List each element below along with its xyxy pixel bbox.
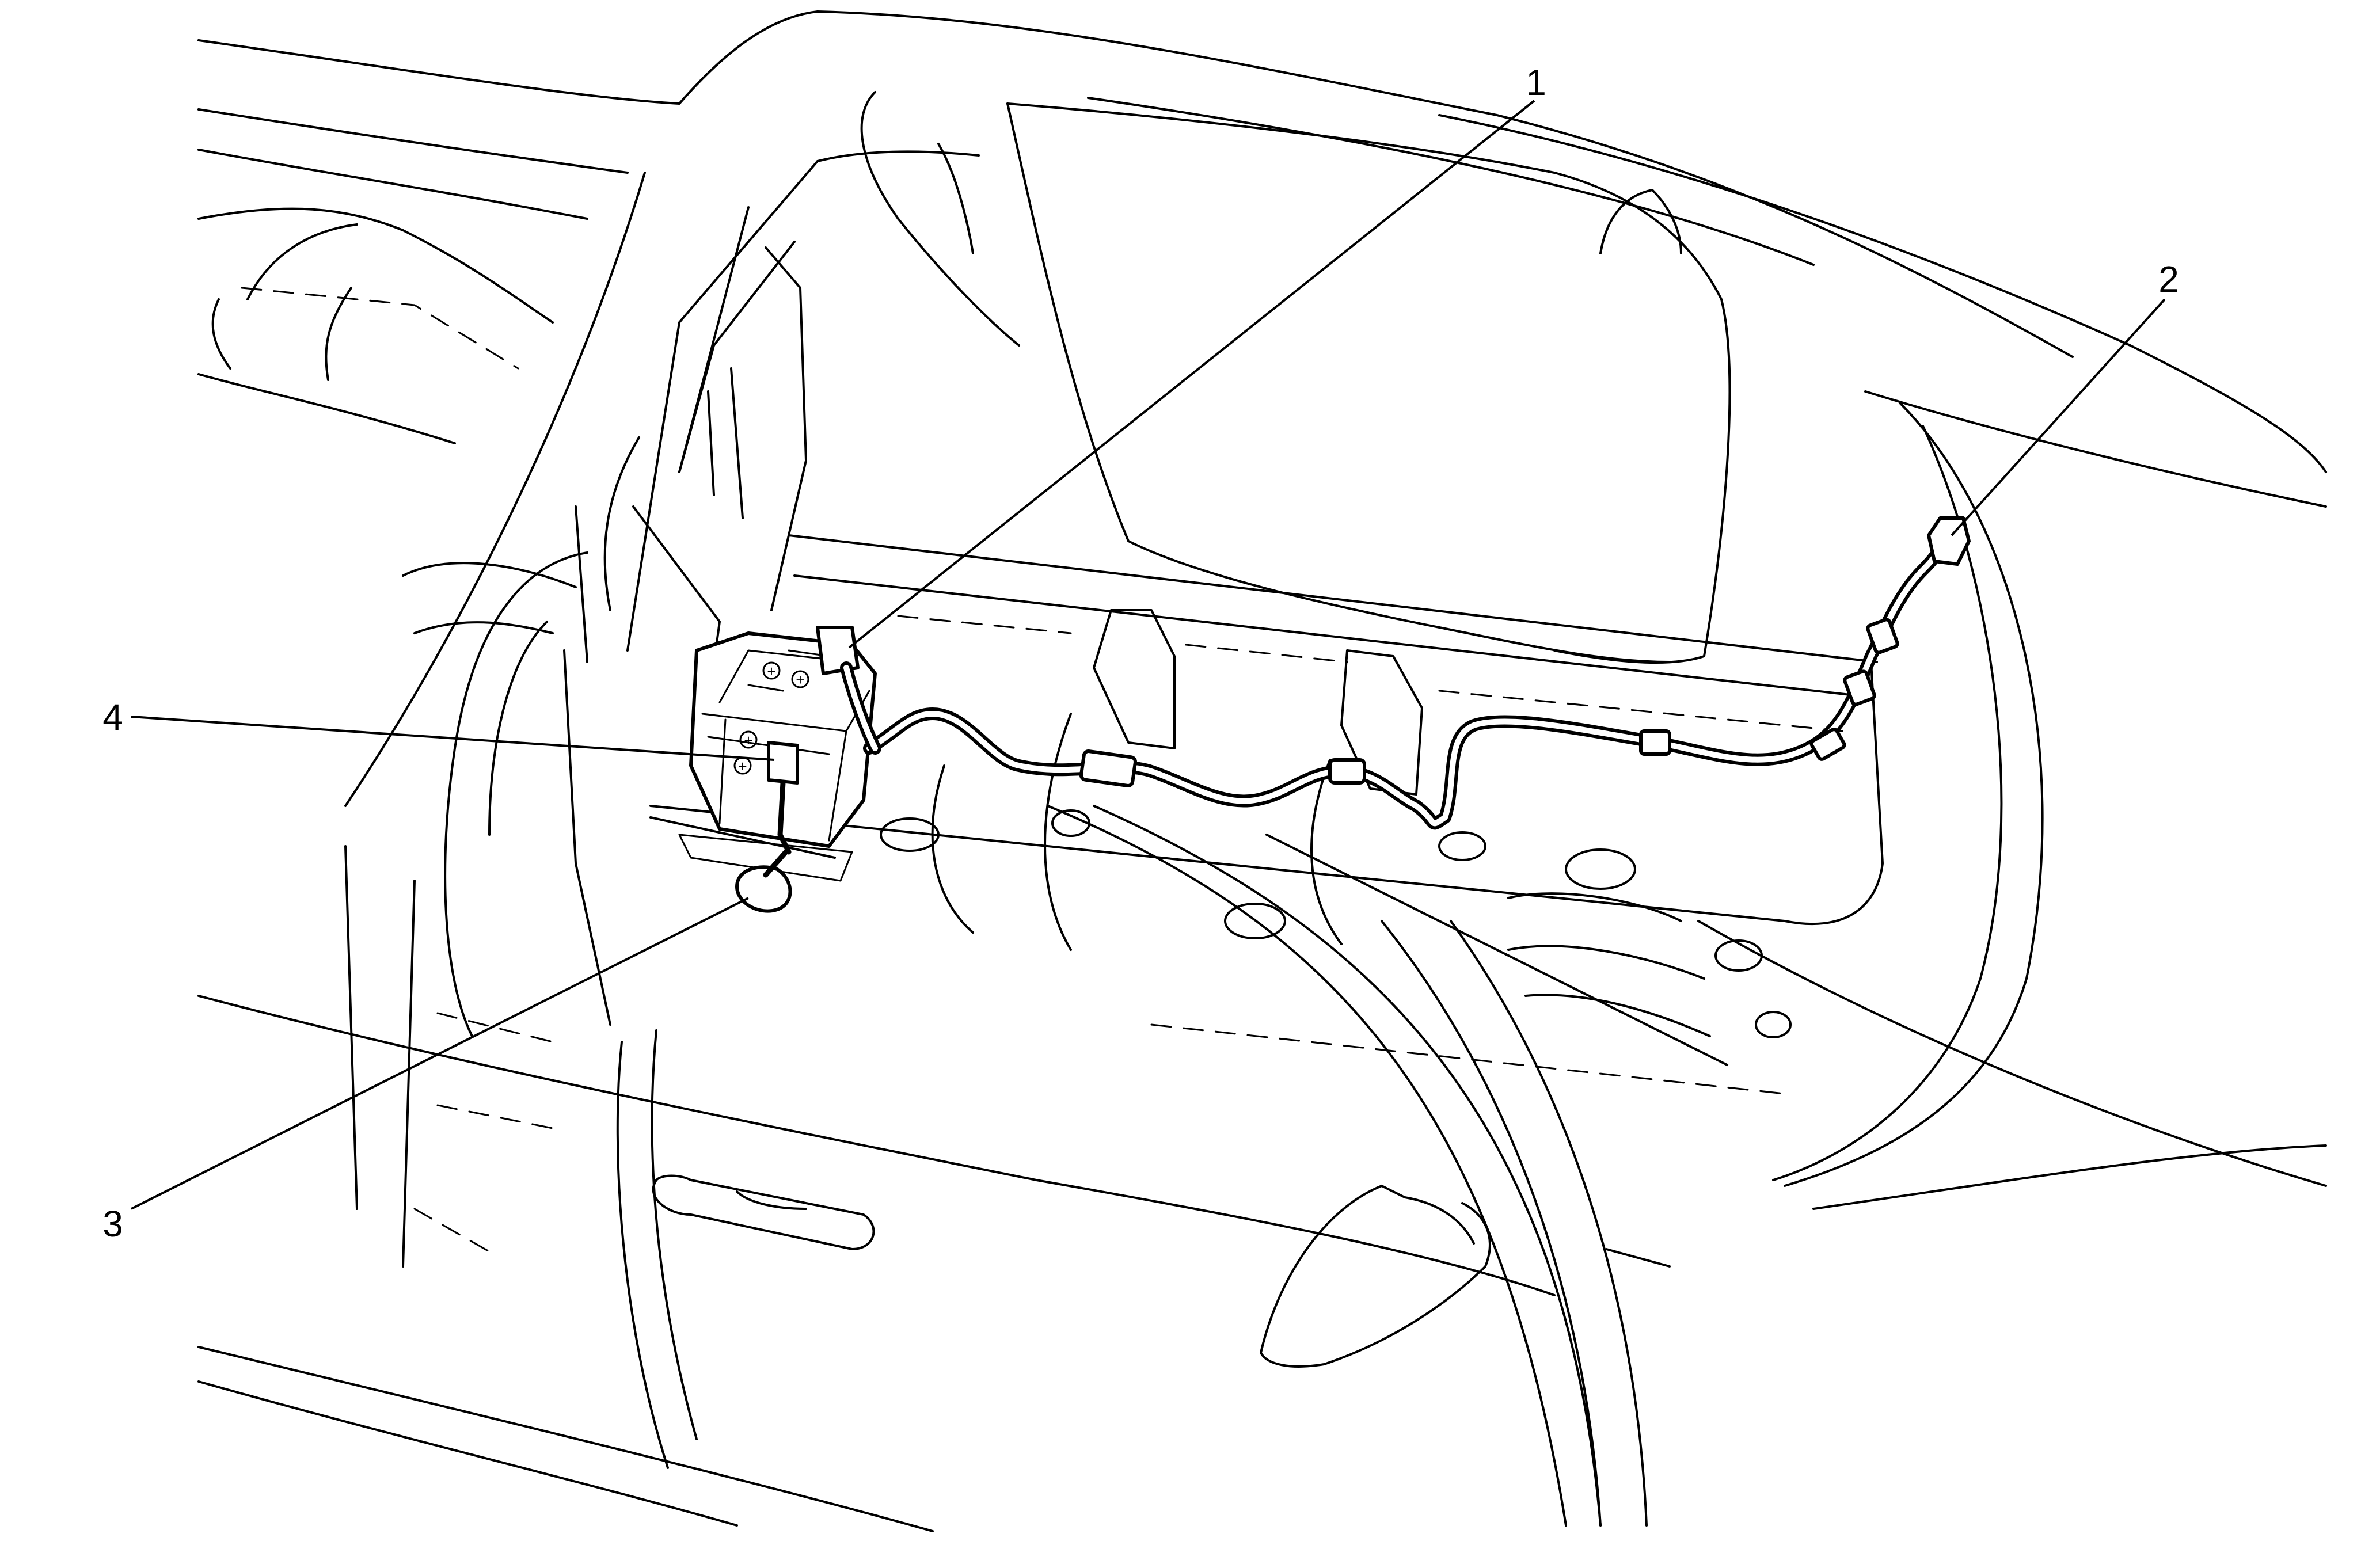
plus-symbol: + bbox=[796, 671, 804, 688]
vehicle-body-outline bbox=[197, 10, 2327, 1532]
cable-clip bbox=[1328, 758, 1366, 785]
battery-case bbox=[689, 631, 877, 848]
callout-2: 2 bbox=[1951, 258, 2179, 536]
cable-clip bbox=[1079, 749, 1138, 787]
plus-symbol: + bbox=[767, 663, 775, 680]
plus-symbol: + bbox=[744, 732, 752, 749]
callout-label-4: 4 bbox=[102, 697, 123, 738]
positive-battery-cable bbox=[840, 516, 1971, 830]
cable-clip bbox=[1639, 729, 1671, 756]
cable-clip bbox=[1809, 728, 1846, 761]
callout-label-1: 1 bbox=[1526, 62, 1546, 103]
cable-clip bbox=[1843, 669, 1876, 706]
battery-plus-symbols: + + + + bbox=[733, 661, 809, 775]
callout-3: 3 bbox=[102, 897, 749, 1245]
negative-terminal bbox=[767, 741, 799, 785]
callout-label-3: 3 bbox=[102, 1203, 123, 1245]
cable-clip bbox=[1866, 618, 1899, 654]
callout-label-2: 2 bbox=[2158, 258, 2179, 300]
ground-bolt bbox=[735, 865, 792, 913]
callout-4: 4 bbox=[102, 697, 775, 761]
plus-symbol: + bbox=[738, 758, 747, 775]
remote-positive-terminal bbox=[1927, 516, 1971, 566]
callout-1: 1 bbox=[848, 62, 1546, 649]
battery-assembly: + + + + bbox=[678, 626, 877, 913]
